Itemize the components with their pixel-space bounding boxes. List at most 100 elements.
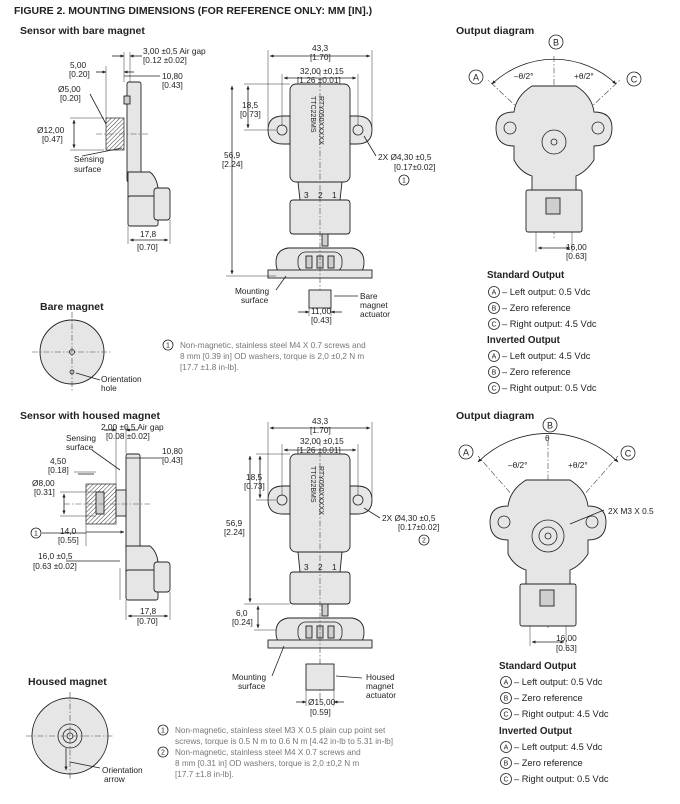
dim-14-0: 14,0 [60, 526, 77, 536]
note-top: 1 Non-magnetic, stainless steel M4 X 0.7… [162, 339, 366, 372]
dim-17-8-b-in: [0.70] [137, 616, 158, 626]
legend-bottom-inv-b: – Zero reference [514, 758, 583, 768]
pin-3: 3 [304, 190, 309, 200]
legend-top-inv-c: – Right output: 0.5 Vdc [502, 383, 597, 393]
dim-11-00: 11,00 [311, 306, 332, 316]
mark-a-bottom-label: A [463, 448, 469, 458]
label-mounting-b: Mounting [232, 672, 267, 682]
note-top-line-1: Non-magnetic, stainless steel M4 X 0.7 s… [180, 341, 366, 350]
legend-top-std-c: – Right output: 4.5 Vdc [502, 319, 597, 329]
bare-magnet-drawing [32, 312, 112, 392]
dim-dia-12: Ø12,00 [37, 125, 65, 135]
dim-43-3: 43,3 [312, 43, 329, 53]
mark-a-top-label: A [473, 73, 479, 83]
dim-56-9-in: [2.24] [222, 159, 243, 169]
legend-bottom-std-mark-a: A [504, 680, 509, 687]
side-view-bare [70, 52, 171, 244]
mark-c-bottom-label: C [625, 449, 632, 459]
callout-1-side: 1 [34, 531, 38, 538]
housed-magnet-drawing [26, 692, 114, 780]
label-housed: Housed [366, 672, 395, 682]
dim-hole-in: [0.17±0.02] [394, 162, 435, 172]
body-part-number: TTC22BMS [309, 96, 316, 133]
note-top-line-3: [17.7 ±1.8 in-lb]. [180, 363, 239, 372]
dim-hole-b-in: [0.17±0.02] [398, 522, 439, 532]
note-b2-marker: 2 [161, 750, 165, 757]
mark-b-bottom-label: B [547, 421, 553, 431]
dim-10-80-b: 10,80 [162, 446, 183, 456]
dim-5-00-in: [0.20] [69, 69, 90, 79]
legend-top-inv-title: Inverted Output [487, 335, 561, 346]
body-part-code-b: RTY050XXXXX [317, 466, 324, 515]
dim-6-0: 6,0 [236, 608, 248, 618]
pin-2-b: 2 [318, 562, 323, 572]
dim-16-0-in: [0.63 ±0.02] [33, 561, 77, 571]
theta-label: θ [545, 433, 550, 443]
dim-dia-8-in: [0.31] [34, 487, 55, 497]
bare-magnet-title: Bare magnet [40, 301, 104, 313]
legend-top-inv-mark-c: C [491, 386, 496, 393]
housed-magnet-title: Housed magnet [28, 676, 107, 688]
mark-b-bottom [542, 417, 558, 433]
hole-note-marker-b: 2 [422, 538, 426, 545]
legend-bottom-inv-title: Inverted Output [499, 726, 573, 737]
front-view-bare [226, 50, 377, 316]
dim-hole: 2X Ø4,30 ±0,5 [378, 152, 432, 162]
mark-c-top [626, 71, 642, 87]
output-diagram-title-top: Output diagram [456, 25, 534, 37]
dim-dia-8: Ø8,00 [32, 478, 55, 488]
note-b1-line-2: screws, torque is 0.5 N m to 0.6 N m [4.… [175, 737, 393, 746]
legend-top-std-mark-b: B [492, 306, 497, 313]
dim-43-3-b-in: [1.70] [310, 425, 331, 435]
angle-right-bottom: +θ/2° [568, 460, 588, 470]
dim-18-5: 18,5 [242, 100, 259, 110]
mark-c-top-label: C [631, 75, 638, 85]
label-surface-b: surface [66, 442, 94, 452]
label-orientation: Orientation [101, 374, 142, 384]
legend-bottom-inv-a: – Left output: 4.5 Vdc [514, 742, 603, 752]
legend-bottom-inv-c: – Right output: 0.5 Vdc [514, 774, 609, 784]
dim-43-3-in: [1.70] [310, 52, 331, 62]
mark-b-top-label: B [553, 38, 559, 48]
label-mounting-surface: surface [241, 295, 269, 305]
dim-43-3-b: 43,3 [312, 416, 329, 426]
hole-note-marker: 1 [402, 178, 406, 185]
legend-top-std-mark-c: C [491, 322, 496, 329]
dim-16-00-top: 16,00 [566, 242, 587, 252]
mark-a-bottom [458, 444, 474, 460]
dim-dia-15: Ø15,00 [308, 697, 336, 707]
legend-top-std-b: – Zero reference [502, 303, 571, 313]
legend-bottom-std-a: – Left output: 0.5 Vdc [514, 677, 603, 687]
pin-3-b: 3 [304, 562, 309, 572]
dim-56-9: 56,9 [224, 150, 241, 160]
dim-16-00-top-in: [0.63] [566, 251, 587, 261]
legend-bottom-inv-mark-c: C [503, 777, 508, 784]
label-orientation-hole: hole [101, 383, 117, 393]
note-b2-line-1: Non-magnetic, stainless steel M4 X 0.7 s… [175, 748, 361, 757]
dim-dia-12-in: [0.47] [42, 134, 63, 144]
output-diagram-title-bottom: Output diagram [456, 410, 534, 422]
dim-32-00: 32,00 ±0,15 [300, 66, 344, 76]
legend-top: Standard Output A – Left output: 0.5 Vdc… [487, 270, 597, 394]
angle-left-bottom: –θ/2° [508, 460, 527, 470]
label-housed-magnet: magnet [366, 681, 394, 691]
output-diagram-bottom [477, 433, 619, 646]
side-view-housed [42, 426, 171, 620]
label-orientation-b: Orientation [102, 765, 143, 775]
note-top-line-2: 8 mm [0.39 in] OD washers, torque is 2,0… [180, 352, 364, 361]
angle-left-top: –θ/2° [514, 71, 533, 81]
dim-32-00-b-in: [1.26 ±0.01] [297, 445, 341, 455]
dim-18-5-b: 18,5 [246, 472, 263, 482]
dim-hole-b: 2X Ø4,30 ±0,5 [382, 513, 436, 523]
dim-dia-5-in: [0.20] [60, 93, 81, 103]
dim-16-00-bottom-in: [0.63] [556, 643, 577, 653]
section-title-housed: Sensor with housed magnet [20, 410, 161, 422]
mark-b-top [548, 34, 564, 50]
legend-bottom-std-mark-b: B [504, 696, 509, 703]
label-mounting: Mounting [235, 286, 270, 296]
label-orientation-arrow: arrow [104, 774, 126, 784]
dim-dia-5: Ø5,00 [58, 84, 81, 94]
dim-air-gap-b: 2,00 ±0,5 Air gap [101, 422, 164, 432]
legend-top-inv-mark-a: A [492, 354, 497, 361]
mark-a-top [468, 69, 484, 85]
